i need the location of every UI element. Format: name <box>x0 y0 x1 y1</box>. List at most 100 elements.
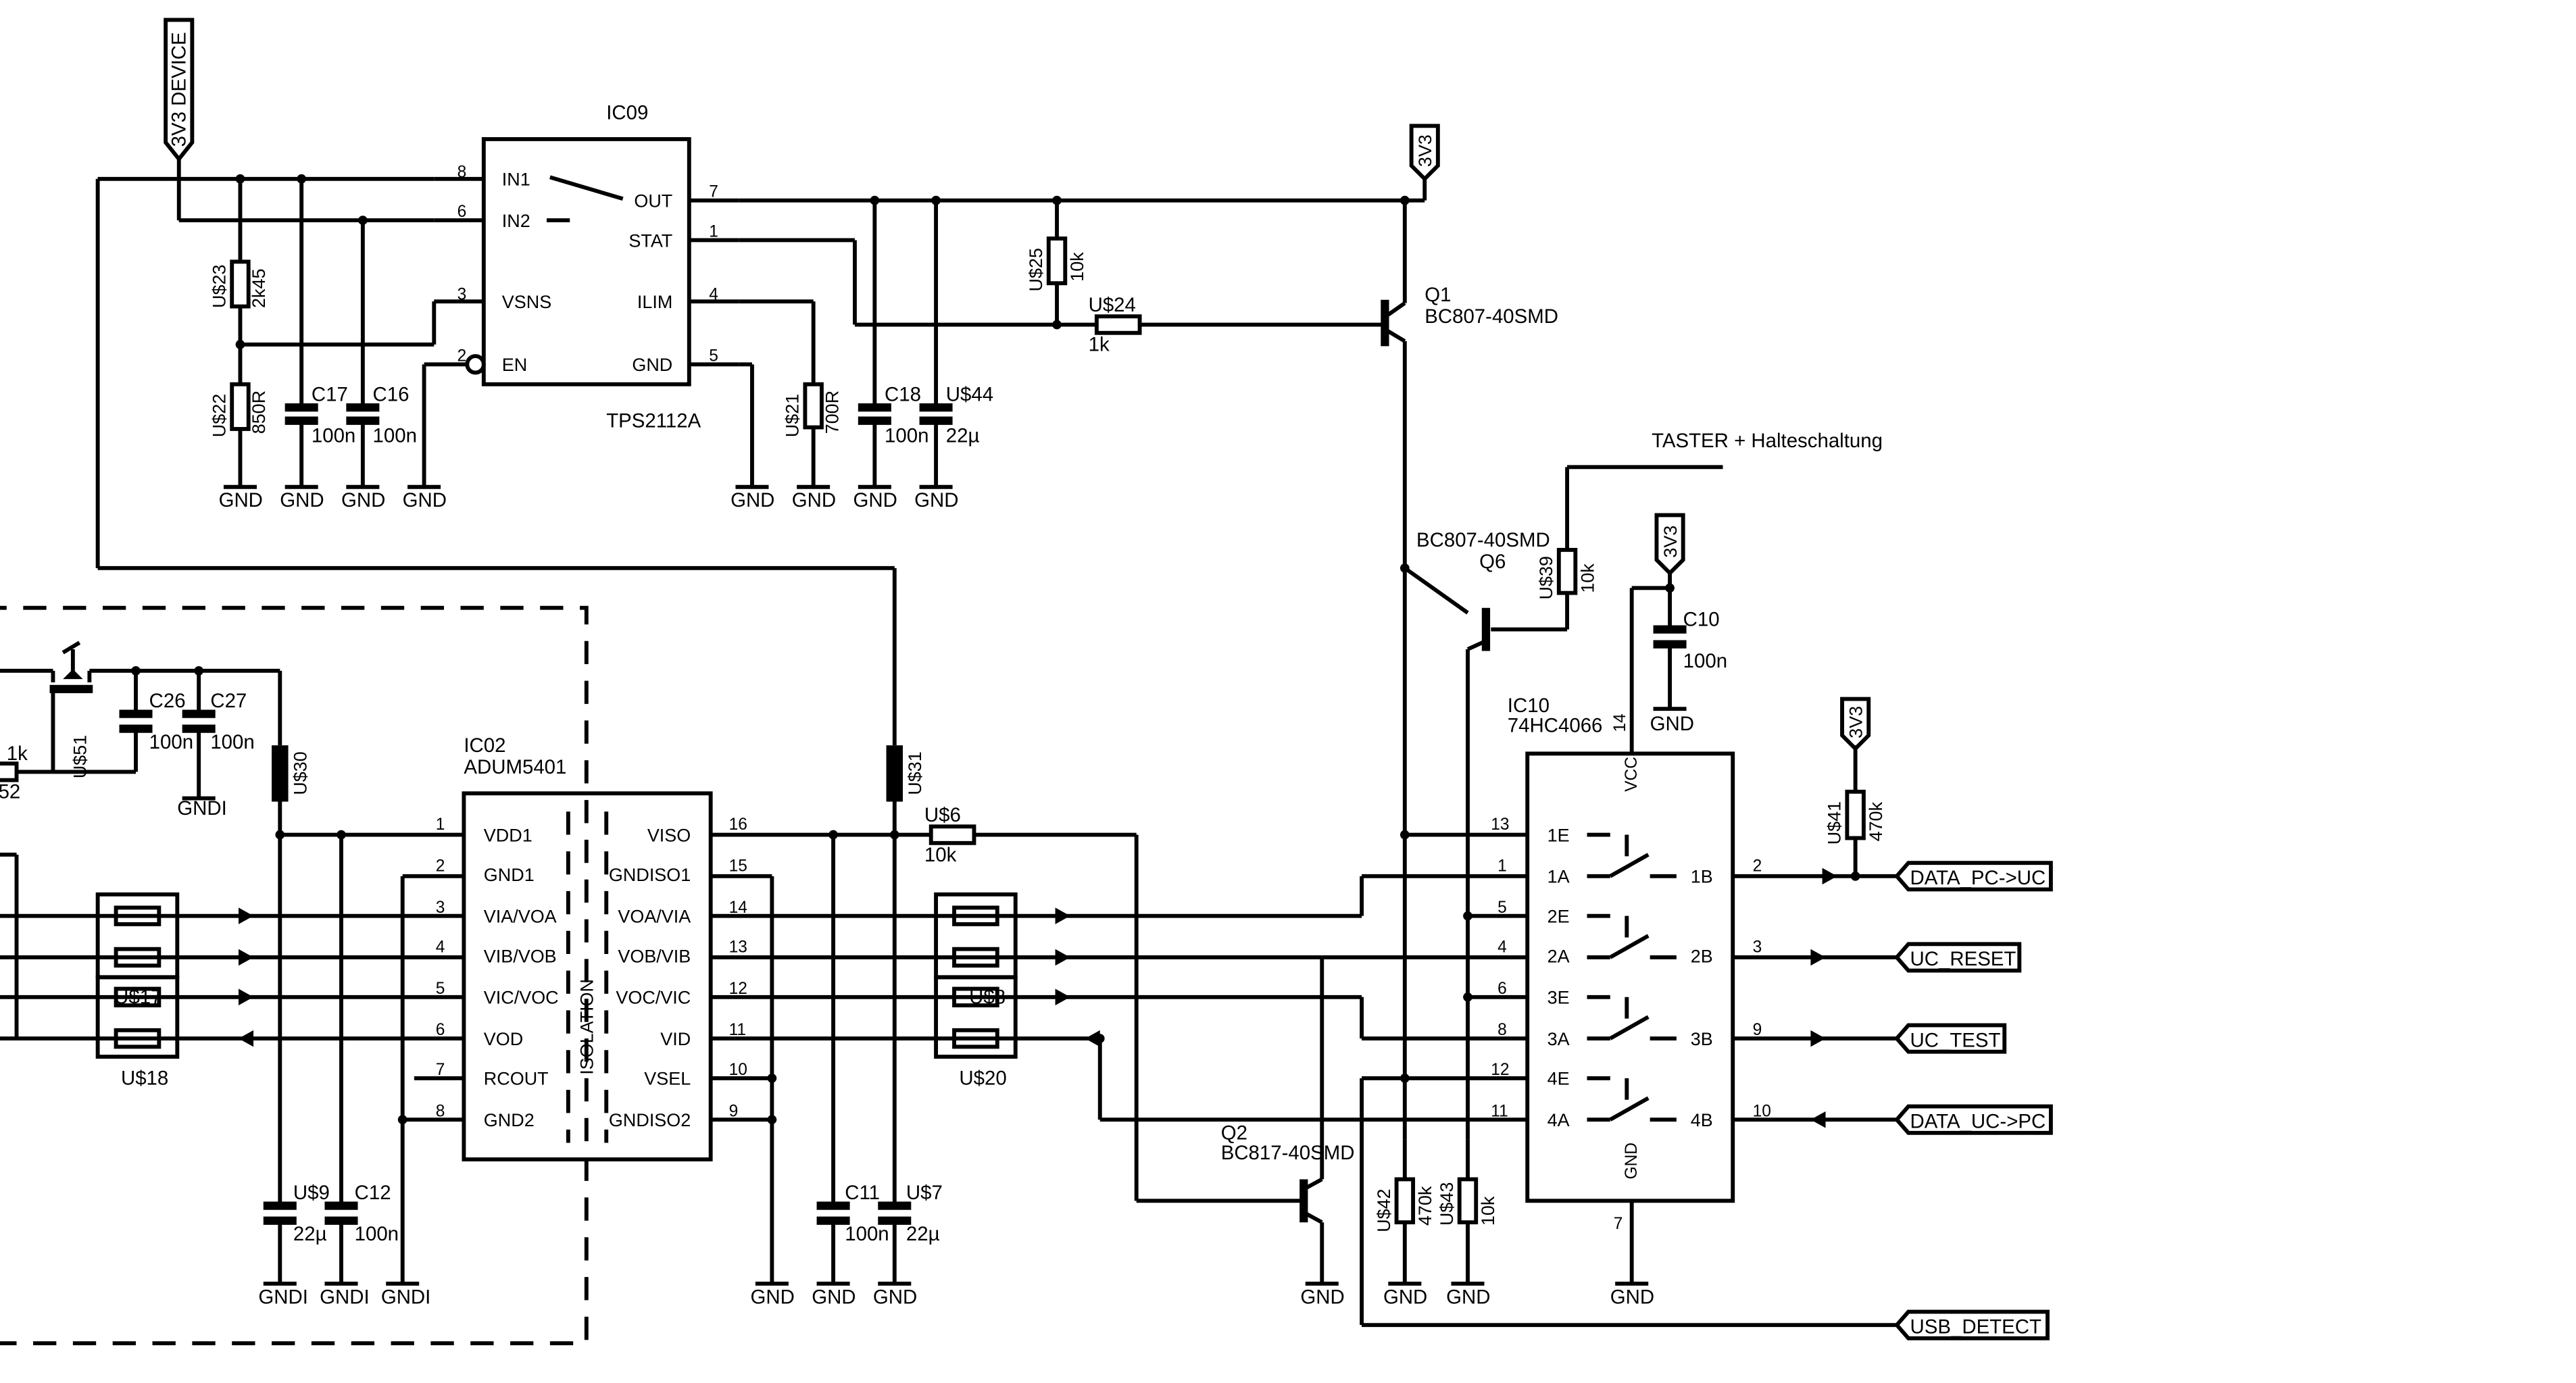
opto-u8-u20: U$8 U$20 <box>934 892 1018 1090</box>
capacitor-u7: U$7 22µ <box>878 1182 943 1284</box>
net-flag-uc-reset: UC_RESET <box>1893 942 2022 973</box>
ic09-pin-number: 7 <box>709 183 718 201</box>
ic10-analog-switch: IC10 74HC4066 VCC GND 14 7 1E 1A 2E 2A 3… <box>1099 695 1771 1284</box>
ic09-pin-label: GND <box>632 355 672 375</box>
resistor-value: 470k <box>1415 1186 1435 1226</box>
gnd-label: GND <box>853 489 897 511</box>
ic02-value: ADUM5401 <box>464 756 566 778</box>
ic02-pin-label: VOB/VIB <box>618 946 691 966</box>
net-flag-data-pc-uc: DATA_PC->UC <box>1893 861 2053 892</box>
ic10-gnd-label: GND <box>1623 1142 1641 1179</box>
wires-ic02-left <box>0 830 464 1284</box>
ic02-pin-label: VID <box>660 1029 691 1049</box>
ic09-pin-number: 3 <box>457 286 467 304</box>
ic02-pin-label: VSEL <box>644 1069 691 1089</box>
capacitor-value: 100n <box>210 731 254 753</box>
gnd-label: GND <box>812 1286 856 1308</box>
ic09-pin-label: VSNS <box>502 292 551 312</box>
gndi-label: GNDI <box>177 797 227 820</box>
capacitor-name: C10 <box>1683 609 1720 631</box>
ic10-pin-number: 13 <box>1491 815 1509 834</box>
ic02-isolator: IC02 ADUM5401 ISOLATION VDD1 GND1 VIA/VO… <box>436 734 747 1161</box>
ic02-name: IC02 <box>464 734 505 757</box>
capacitor-c16: C16 100n <box>346 383 417 447</box>
ic09-pin-number: 4 <box>709 286 718 304</box>
gnd-symbol: GND <box>219 484 263 511</box>
ic02-pin-label: VOA/VIA <box>618 906 691 926</box>
opto-name: U$20 <box>959 1067 1006 1090</box>
gnd-label: GND <box>873 1286 917 1308</box>
resistor-name: U$24 <box>1089 294 1136 316</box>
ic02-pin-label: GNDISO1 <box>609 865 691 885</box>
resistor-u41: U$41 470k <box>1825 789 1886 845</box>
resistor-name: U$6 <box>924 804 961 826</box>
capacitor-name: C16 <box>373 383 410 405</box>
capacitor-c10: C10 100n <box>1653 609 1727 672</box>
gnd-symbol: GND <box>1300 1281 1345 1308</box>
ic09-pin-number: 2 <box>457 347 467 365</box>
ic10-pin-label: 4A <box>1547 1110 1570 1130</box>
ic09-power-mux: IC09 TPS2112A IN1 IN2 VSNS EN OUT STAT I… <box>434 102 739 432</box>
ic10-pin-label: 2A <box>1547 946 1570 966</box>
gnd-symbol: GND <box>914 484 959 511</box>
gnd-symbol: GND <box>341 484 385 511</box>
resistor-name: U$22 <box>209 394 229 437</box>
gnd-label: GND <box>730 489 774 511</box>
gndi-symbol: GNDI <box>320 1281 370 1308</box>
resistor-u22: U$22 850R <box>209 382 269 437</box>
ic02-pin-number: 12 <box>729 980 747 998</box>
capacitor-value: 100n <box>373 425 417 447</box>
supply-label-3v3: 3V3 <box>1415 134 1435 167</box>
ic10-pin-label: 1E <box>1547 825 1570 845</box>
resistor-name: U$21 <box>783 394 803 437</box>
gnd-symbol: GND <box>730 484 774 511</box>
ic09-pin-number: 1 <box>709 223 718 241</box>
ic02-pin-label: VIB/VOB <box>484 946 557 966</box>
ic02-pin-label: GND1 <box>484 865 535 885</box>
resistor-name: U$23 <box>209 265 229 308</box>
transistor-name: Q2 <box>1221 1122 1247 1145</box>
net-label-uc-reset: UC_RESET <box>1910 948 2016 970</box>
ic02-pin-label: VOC/VIC <box>616 988 691 1008</box>
ic10-pin-number: 11 <box>1491 1102 1508 1120</box>
ic09-pin-label: ILIM <box>637 292 672 312</box>
wires-ic09-input <box>95 159 897 746</box>
resistor-value: 850R <box>249 391 269 434</box>
ic09-value: TPS2112A <box>606 409 701 432</box>
ferrite-u31: U$31 <box>886 745 925 1206</box>
ic02-pin-label: VIC/VOC <box>484 988 559 1008</box>
capacitor-value: 100n <box>845 1223 889 1245</box>
resistor-u21: U$21 700R <box>783 382 842 437</box>
resistor-u6: U$43 10k <box>1437 1139 1498 1284</box>
gnd-symbol: GND <box>792 484 836 511</box>
resistor-u23: U$23 2k45 <box>209 259 269 309</box>
gndi-label: GNDI <box>320 1286 370 1308</box>
ic10-pin-label: 4E <box>1547 1069 1570 1089</box>
resistor-name: U$43 <box>1437 1182 1457 1226</box>
resistor-value: 10k <box>924 844 957 866</box>
ic02-pin-number: 7 <box>436 1061 445 1079</box>
gnd-label: GND <box>1650 713 1694 735</box>
ic09-pin-label: OUT <box>634 191 672 211</box>
capacitor-c27: C27 100n <box>182 690 255 753</box>
resistor-u25: U$25 10k <box>1026 236 1087 291</box>
ic10-pin-number: 3 <box>1753 938 1762 957</box>
ic10-pin-label: 4B <box>1691 1110 1713 1130</box>
resistor-value: 1k <box>7 743 28 765</box>
net-taster: TASTER + Halteschaltung <box>1491 430 1883 632</box>
ferrite-name: U$30 <box>291 751 311 795</box>
ic10-pin-number: 10 <box>1753 1102 1771 1120</box>
capacitor-u44: U$44 22µ <box>919 383 993 447</box>
ic09-pin-label: EN <box>502 355 527 375</box>
ic02-pin-number: 6 <box>436 1021 445 1039</box>
ic10-pin-label: 3E <box>1547 988 1570 1008</box>
capacitor-name: C12 <box>355 1182 391 1204</box>
ic09-name: IC09 <box>606 102 648 124</box>
capacitor-name: C17 <box>312 383 348 405</box>
resistor-name: U$42 <box>1374 1188 1394 1232</box>
capacitor-name: C11 <box>845 1182 880 1204</box>
opto-name: U$18 <box>121 1067 168 1090</box>
ic10-pin-number: 8 <box>1497 1021 1507 1039</box>
ic10-pin-number: 14 <box>1611 713 1629 732</box>
